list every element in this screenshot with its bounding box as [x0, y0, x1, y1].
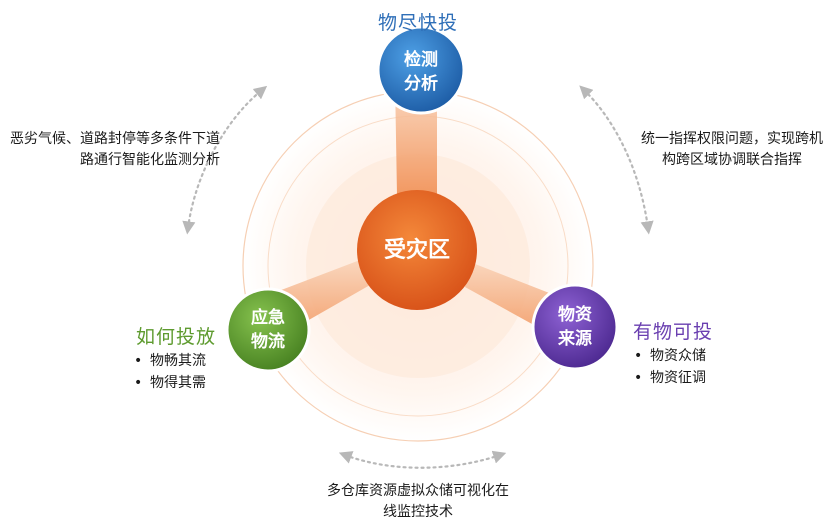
node-emergency-logistics — [225, 287, 311, 373]
note-top-right: 统一指挥权限问题，实现跨机构跨区域协调联合指挥 — [641, 131, 823, 168]
list-item: 物资征调 — [634, 367, 706, 389]
node-left-line1: 应急 — [251, 307, 285, 328]
node-right-line2: 来源 — [557, 328, 592, 349]
node-top-line2: 分析 — [404, 73, 438, 94]
note-bottom: 多仓库资源虚拟众储可视化在线监控技术 — [327, 483, 509, 520]
right-bullet-list: 物资众储 物资征调 — [634, 345, 706, 389]
left-bullet-list: 物畅其流 物得其需 — [134, 350, 206, 394]
heading-top: 物尽快投 — [378, 12, 459, 34]
arrow-top-left — [182, 85, 268, 235]
list-item: 物得其需 — [134, 372, 206, 394]
node-material-source — [531, 283, 619, 371]
note-top-left: 恶劣气候、道路封停等多条件下道路通行智能化监测分析 — [10, 131, 220, 168]
heading-right: 有物可投 — [633, 321, 714, 343]
node-left-line2: 物流 — [251, 331, 285, 352]
arrow-bottom — [338, 450, 507, 469]
center-node — [357, 190, 477, 310]
node-detection-analysis — [376, 25, 466, 115]
center-node-label: 受灾区 — [384, 237, 450, 263]
list-item: 物畅其流 — [134, 350, 206, 372]
list-item: 物资众储 — [634, 345, 706, 367]
arrow-top-right — [579, 85, 654, 235]
heading-left: 如何投放 — [136, 326, 217, 348]
node-top-line1: 检测 — [404, 49, 438, 70]
node-right-line1: 物资 — [558, 304, 592, 325]
